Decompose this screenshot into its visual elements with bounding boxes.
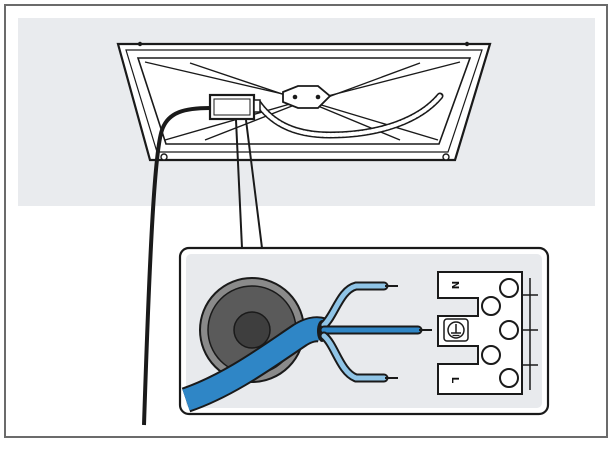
callout-leader — [235, 119, 263, 249]
junction-box — [208, 93, 261, 121]
live-label: L — [449, 377, 460, 384]
mains-supply-cable — [142, 106, 211, 426]
connection-detail-inset: N L — [178, 246, 550, 416]
mounting-plate — [116, 41, 492, 162]
neutral-label: N — [449, 281, 460, 289]
conductor-wires — [319, 281, 432, 383]
terminal-block: N L — [437, 271, 538, 395]
